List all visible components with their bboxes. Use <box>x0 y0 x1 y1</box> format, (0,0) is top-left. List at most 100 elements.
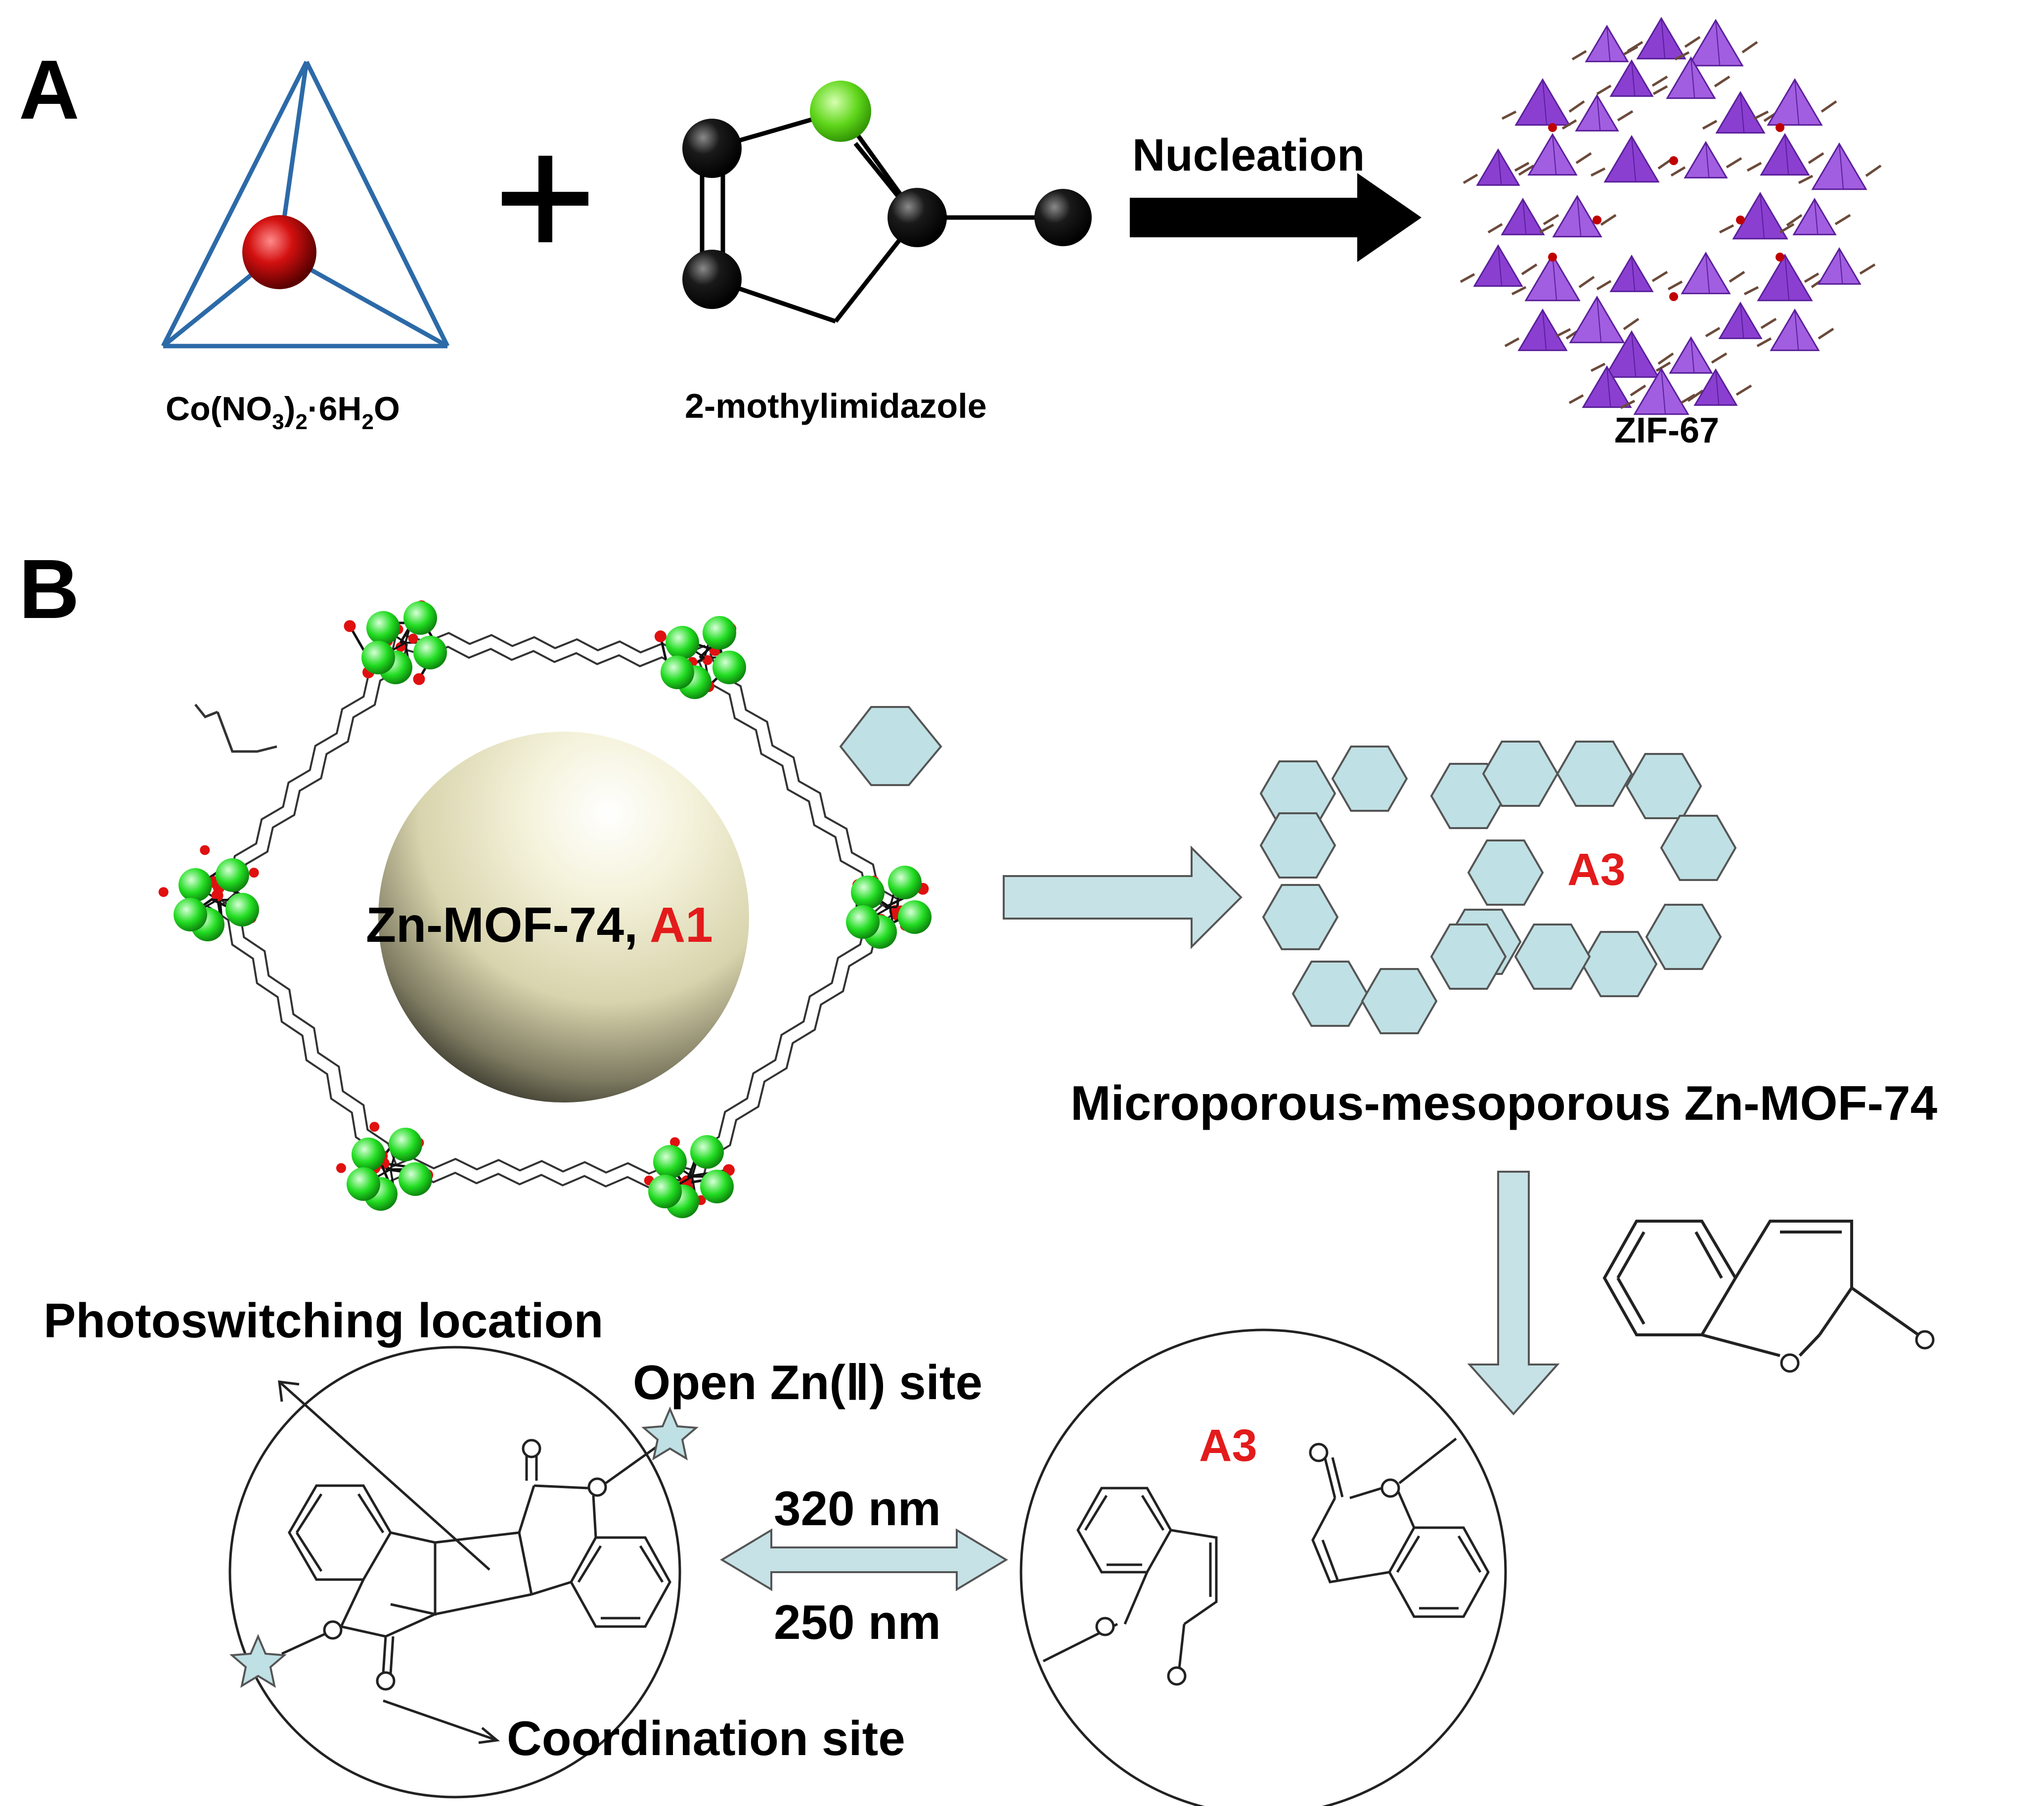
fragment-squiggle <box>194 704 277 753</box>
reagent2-label: 2-mothylimidazole <box>685 387 987 425</box>
zif-linker <box>1590 362 1606 372</box>
oxygen-symbol <box>1167 1666 1187 1686</box>
zif-linker <box>1555 328 1571 338</box>
panel-a-letter: A <box>19 43 80 137</box>
zif-tetrahedron <box>1636 17 1687 60</box>
zif-edge <box>1606 26 1611 62</box>
zif-edge <box>1552 255 1557 301</box>
zif-tetrahedron <box>1732 192 1788 240</box>
zif-linker <box>1719 224 1734 234</box>
zif-linker <box>1680 394 1696 404</box>
hierarchical-hexagon-ring <box>1259 741 1737 1034</box>
zif-tetrahedron <box>1514 78 1571 126</box>
zinc-atom <box>690 1135 724 1169</box>
zif67-structure <box>1460 17 1882 415</box>
mof-linker <box>390 1156 693 1175</box>
open-site-star-icon <box>641 1406 699 1461</box>
wavelength-forward: 320 nm <box>774 1481 941 1536</box>
zif-linker <box>1834 214 1851 225</box>
zif-tetrahedron <box>1603 135 1660 183</box>
photo-double-arrow <box>720 1528 1008 1591</box>
oxygen-symbol <box>1095 1617 1115 1636</box>
pore-hexagon <box>1581 931 1658 997</box>
zif-linker <box>1623 45 1639 56</box>
zif-edge <box>1631 136 1637 182</box>
zinc-atom <box>661 656 694 689</box>
methyl-carbon-atom <box>1034 189 1092 246</box>
zif-linker <box>1670 166 1686 177</box>
zif-linker <box>1539 223 1555 234</box>
zinc-atom <box>399 1162 432 1196</box>
open-site-label: Open Zn(Ⅱ) site <box>633 1355 982 1410</box>
zif-linker <box>1651 75 1668 87</box>
zinc-atom <box>666 626 699 660</box>
zinc-atom <box>648 1175 682 1208</box>
zif-linker <box>1623 317 1640 330</box>
oxygen-atom <box>670 1137 680 1147</box>
zif-linker <box>1568 394 1584 404</box>
zif-tetrahedron <box>1669 336 1713 374</box>
mof-linker <box>219 898 398 1166</box>
zif-tetrahedron <box>1811 142 1867 190</box>
zif-linker <box>1786 214 1803 226</box>
zif-linker <box>1511 286 1527 296</box>
oxygen-symbol <box>1380 1478 1400 1498</box>
zif-tetrahedron <box>1476 148 1520 186</box>
zif-tetrahedron <box>1585 25 1629 62</box>
monomer-circle <box>1020 1328 1507 1806</box>
tetrahedron-diagram <box>161 60 450 349</box>
zif-linker <box>1859 263 1876 275</box>
zif-linker <box>1818 327 1834 340</box>
zif-linker <box>1808 152 1824 164</box>
zif-cobalt-dot <box>1669 292 1678 301</box>
zif-edge <box>1839 143 1844 189</box>
zif-tetrahedron <box>1684 141 1728 178</box>
zif-edge <box>1705 253 1710 294</box>
zif-edge <box>1542 79 1548 125</box>
zif-tetrahedron <box>1715 91 1766 134</box>
zif-cobalt-dot <box>1548 253 1557 262</box>
oxygen-atom <box>702 655 712 665</box>
zif-edge <box>1814 199 1819 235</box>
zif-linker <box>1561 119 1577 130</box>
oxygen-atom <box>336 1163 346 1173</box>
zinc-atom <box>361 641 395 674</box>
zif-tetrahedron <box>1718 302 1763 339</box>
zif-tetrahedron <box>1767 78 1823 126</box>
zinc-atom <box>347 1167 380 1201</box>
zinc-atom <box>712 651 746 684</box>
zif-edge <box>1597 297 1602 343</box>
pore-hexagon <box>1625 753 1702 819</box>
zinc-atom <box>216 858 249 892</box>
mof-label: Zn-MOF-74, A1 <box>366 897 713 953</box>
plus-sign <box>502 156 588 242</box>
zif-edge <box>1631 331 1637 377</box>
zif-linker <box>1729 270 1745 283</box>
zif-linker <box>1711 352 1728 364</box>
pore-hexagon <box>1482 741 1559 807</box>
zif-linker <box>1714 75 1731 88</box>
nucleation-label: Nucleation <box>1132 130 1365 180</box>
zinc-atom <box>389 1128 422 1161</box>
zif-edge <box>1542 309 1547 351</box>
photoswitching-label: Photoswitching location <box>44 1293 603 1348</box>
mof-linker <box>211 635 397 897</box>
zif-tetrahedron <box>1582 365 1632 408</box>
zif-edge <box>1690 57 1695 98</box>
zif-linker <box>1578 275 1595 288</box>
single-hexagon <box>839 706 942 786</box>
zif-edge <box>1784 134 1789 175</box>
oxygen-atom <box>344 620 356 632</box>
zif-linker <box>1501 110 1517 120</box>
hierarchical-label: A3 <box>1567 844 1626 895</box>
coumarin-dimer <box>278 1380 671 1744</box>
down-arrow <box>1467 1171 1560 1416</box>
zif-tetrahedron <box>1473 244 1523 287</box>
zif-edge <box>1740 303 1744 339</box>
zif-cobalt-dot <box>1776 123 1784 132</box>
methylimidazole-molecule <box>700 109 1063 324</box>
oxygen-symbol <box>522 1439 541 1458</box>
zif-linker <box>1460 273 1475 283</box>
zif-linker <box>1743 286 1759 296</box>
